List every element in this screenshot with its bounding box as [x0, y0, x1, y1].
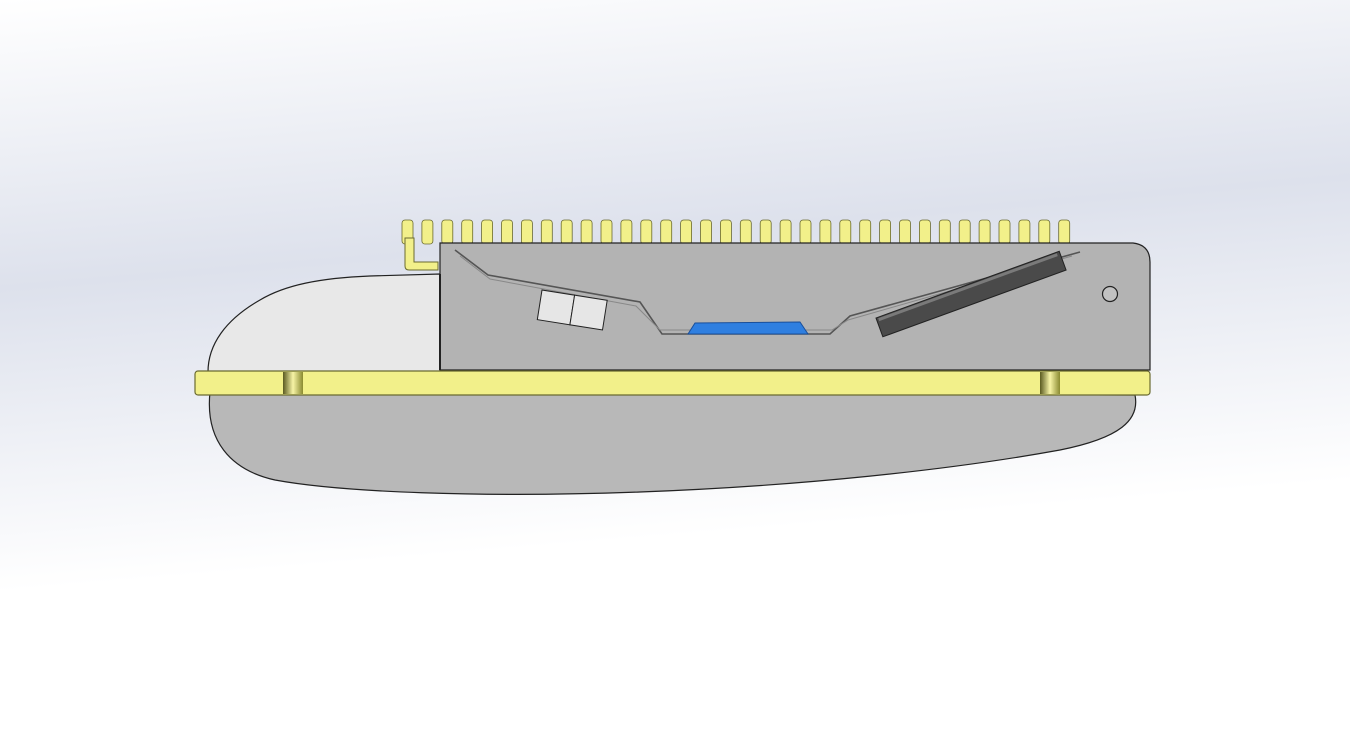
heatsink-fin: [739, 219, 752, 245]
lower-housing-shell: [208, 391, 1137, 495]
cpu-chip: [687, 321, 809, 335]
heatsink-fin: [700, 219, 712, 245]
internal-frame: [454, 249, 1081, 335]
heatsink-fin: [481, 219, 494, 245]
heatsink-fin: [441, 219, 454, 245]
heatsink-fin: [600, 219, 613, 245]
heatsink-fin: [560, 219, 573, 245]
mounting-hole: [1101, 285, 1119, 303]
main-chassis: [439, 242, 1151, 371]
heatsink-fin: [461, 219, 474, 245]
heatsink-fin: [919, 219, 931, 245]
heatsink-fin: [1038, 219, 1051, 245]
circuit-board: [194, 370, 1151, 396]
heatsink-fin: [998, 219, 1011, 245]
heatsink-fin: [899, 219, 911, 245]
heatsink-fin: [680, 219, 692, 245]
heatsink-fin: [978, 219, 991, 245]
board-slot-left: [283, 372, 303, 394]
heatsink-fin: [720, 219, 732, 245]
heatsink-fin: [620, 219, 633, 245]
heatsink-bracket: [404, 237, 439, 271]
ssd-module: [875, 250, 1067, 338]
heatsink-fin: [1018, 219, 1031, 245]
front-cover-shell: [207, 273, 441, 373]
heatsink-fin: [501, 219, 513, 245]
heatsink-fin: [799, 219, 812, 245]
heatsink-fin: [1058, 219, 1071, 245]
ram-module: [536, 289, 608, 331]
heatsink-fin: [779, 219, 792, 245]
internal-frame-inner: [459, 255, 1073, 331]
heatsink-fin: [958, 219, 971, 245]
board-slot-right: [1040, 372, 1060, 394]
heatsink-fin: [859, 219, 872, 245]
heatsink-fin: [521, 219, 533, 245]
heatsink-fin: [839, 219, 852, 245]
heatsink-fin: [759, 219, 772, 245]
heatsink-fin: [938, 219, 951, 245]
heatsink-fin: [819, 219, 832, 245]
heatsink-fin: [640, 219, 653, 245]
heatsink-fin: [660, 219, 673, 245]
heatsink-fin: [879, 219, 891, 245]
heatsink-fin: [421, 219, 434, 245]
heatsink-fin: [580, 219, 593, 245]
heatsink-fins: [401, 219, 1071, 245]
heatsink-fin: [540, 219, 553, 245]
